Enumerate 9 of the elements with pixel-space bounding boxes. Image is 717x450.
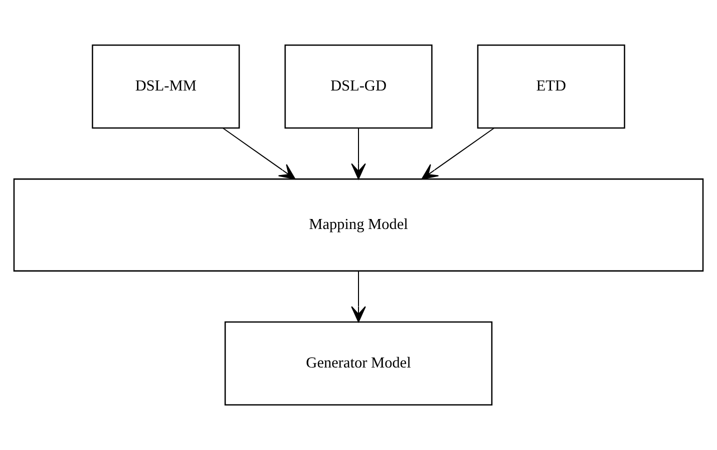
arrow [222,128,296,180]
node-box: Mapping Model [13,178,704,272]
node-box: DSL-GD [284,44,432,129]
node-box: DSL-MM [92,44,240,129]
arrow [421,128,494,180]
arrow [351,271,366,322]
node-box: Generator Model [224,321,492,406]
arrow [351,128,366,180]
node-box: ETD [477,44,626,129]
